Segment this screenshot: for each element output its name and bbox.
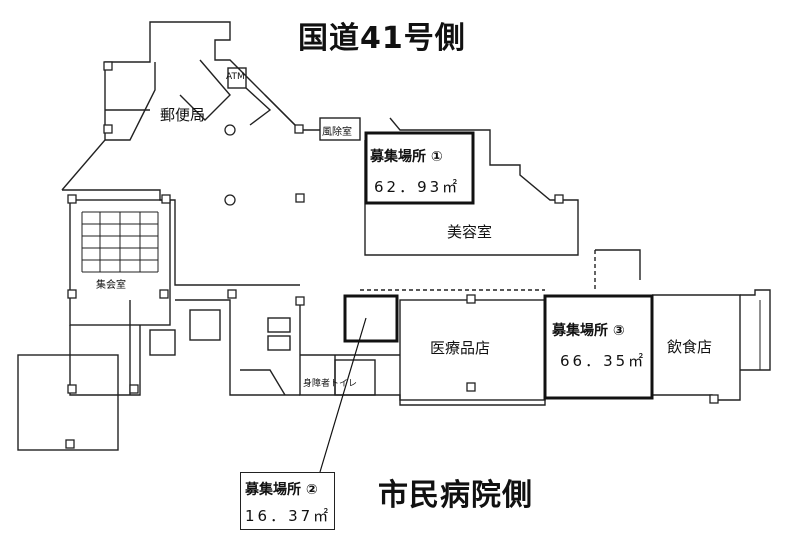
space-1-title: 募集場所 ① [370, 149, 443, 165]
beauty-salon-label: 美容室 [447, 223, 493, 241]
restaurant-label: 飲食店 [667, 338, 713, 356]
windbreak-room [319, 117, 361, 141]
space-3-area: 66．35㎡ [560, 352, 647, 370]
north-side-label: 国道41号側 [298, 21, 466, 56]
space-1-border [364, 131, 475, 205]
space-2-title: 募集場所 ② [245, 482, 318, 498]
space-3-title: 募集場所 ③ [552, 323, 625, 339]
beauty-salon-outline [364, 117, 579, 256]
south-wall [299, 300, 546, 406]
space-2-border [343, 294, 399, 343]
windbreak-label: 風除室 [322, 127, 352, 138]
space-1-callout: 募集場所 ① 62．93㎡ [370, 146, 470, 197]
leader-line [319, 317, 367, 473]
atm-label: ATM [226, 72, 245, 82]
space-3-border [543, 294, 654, 400]
space-2-area: 16．37㎡ [245, 507, 332, 525]
toilet-label: 身障者トイレ [303, 379, 358, 389]
meeting-room-label: 集会室 [96, 280, 126, 291]
meeting-room-outline [69, 199, 171, 326]
south-side-label: 市民病院側 [378, 478, 533, 513]
space-2-callout: 募集場所 ② 16．37㎡ [240, 472, 335, 530]
pharmacy-label: 医療品店 [430, 339, 491, 357]
post-office-label: 郵便局 [160, 106, 206, 124]
space-3-callout: 募集場所 ③ 66．35㎡ [552, 320, 648, 371]
space-1-area: 62．93㎡ [374, 178, 461, 196]
